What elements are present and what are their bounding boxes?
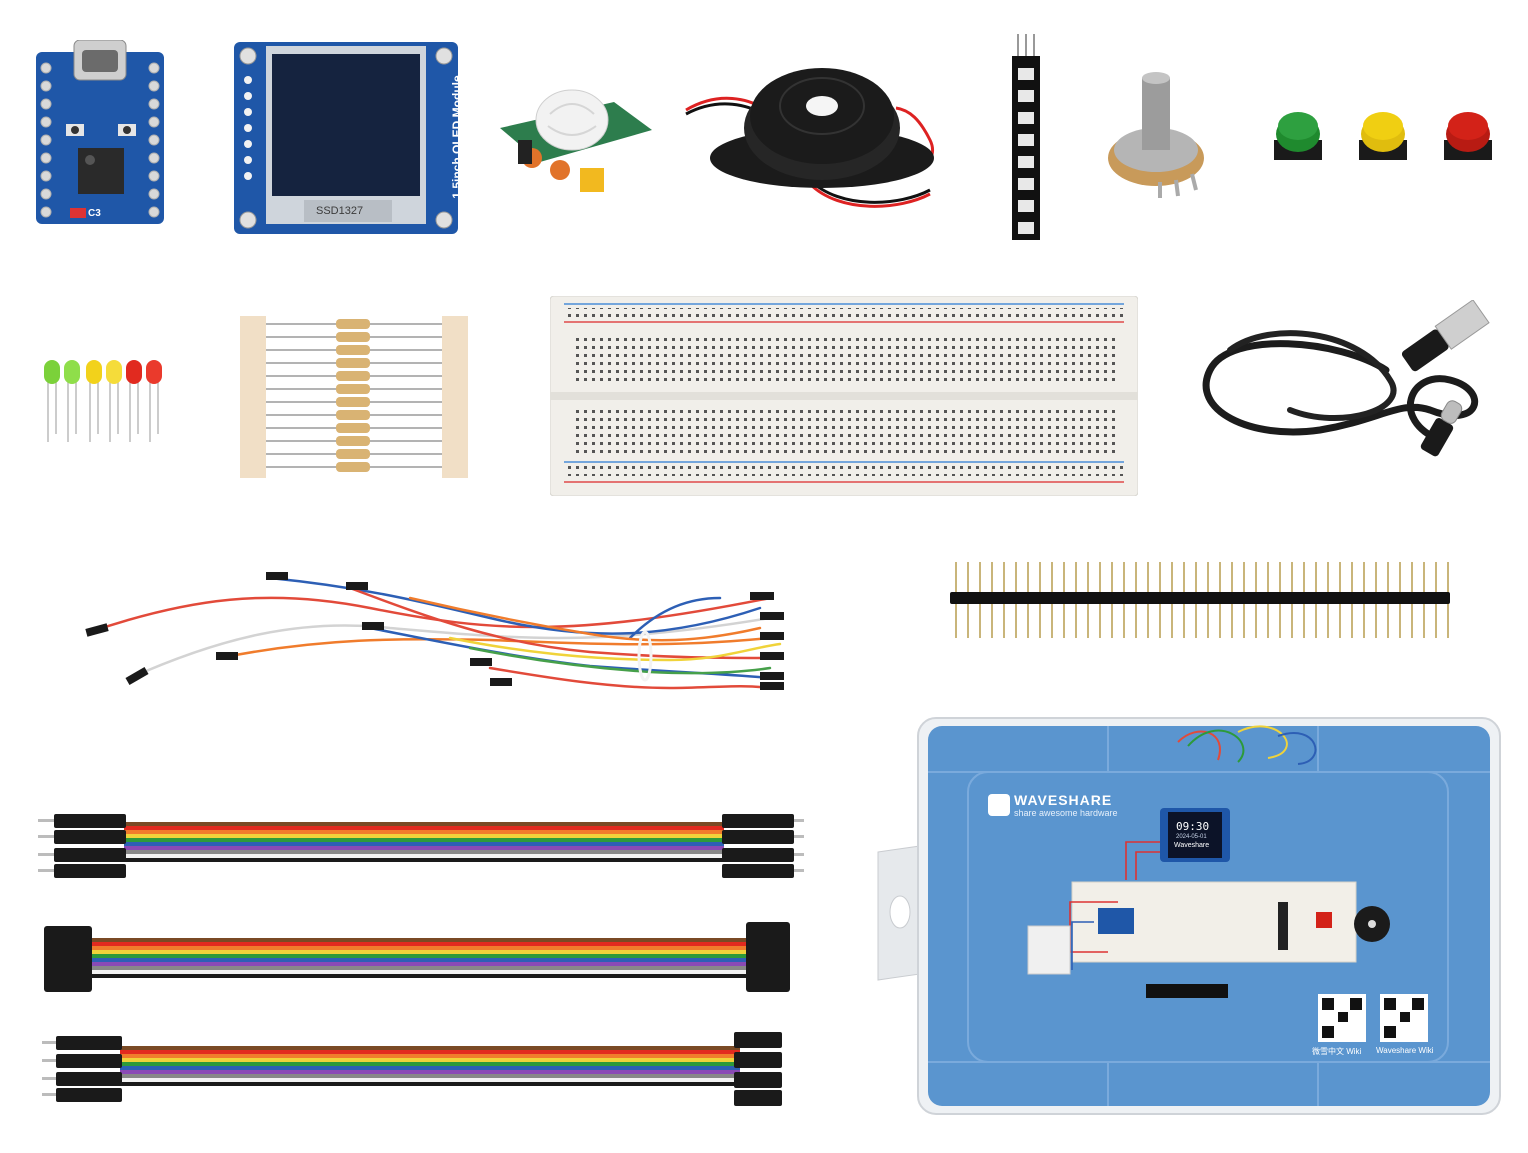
pir-motion-sensor xyxy=(496,80,656,200)
ribbon-cable-male-female xyxy=(40,1022,790,1110)
breadboard xyxy=(550,296,1138,496)
push-button-yellow xyxy=(1355,104,1411,166)
qr-label-right: Waveshare Wiki xyxy=(1376,1046,1434,1055)
rgb-led-strip xyxy=(1006,34,1046,244)
resistor-pack xyxy=(238,312,470,482)
pin-header-strip xyxy=(950,562,1450,638)
led-set xyxy=(38,350,170,450)
push-button-green xyxy=(1270,104,1326,166)
push-button-red xyxy=(1440,104,1496,166)
board-silk-label: C3 xyxy=(88,208,101,219)
oled-chip-label: SSD1327 xyxy=(316,205,364,217)
oled-side-label: 1.5inch OLED Module xyxy=(450,75,464,199)
oled-clock-time: 09:30 xyxy=(1176,820,1210,833)
jumper-wire-bundle xyxy=(70,548,810,724)
ribbon-cable-male-male xyxy=(34,800,804,882)
potentiometer xyxy=(1100,70,1210,200)
brand-tagline: share awesome hardware xyxy=(1014,808,1118,818)
brand-logo-text: WAVESHARE xyxy=(1014,792,1113,808)
oled-clock-brand: Waveshare xyxy=(1174,842,1210,849)
oled-clock-date: 2024-05-01 xyxy=(1176,834,1207,840)
oled-module: SSD1327 1.5inch OLED Module xyxy=(232,40,464,236)
qr-label-left: 微雪中文 Wiki xyxy=(1312,1047,1362,1056)
ribbon-cable-female-female xyxy=(40,918,800,998)
storage-box: WAVESHARE share awesome hardware 09:30 2… xyxy=(858,712,1508,1120)
buzzer xyxy=(680,60,950,212)
esp32-c3-board: C3 xyxy=(30,40,170,230)
usb-type-c-cable xyxy=(1190,300,1506,470)
